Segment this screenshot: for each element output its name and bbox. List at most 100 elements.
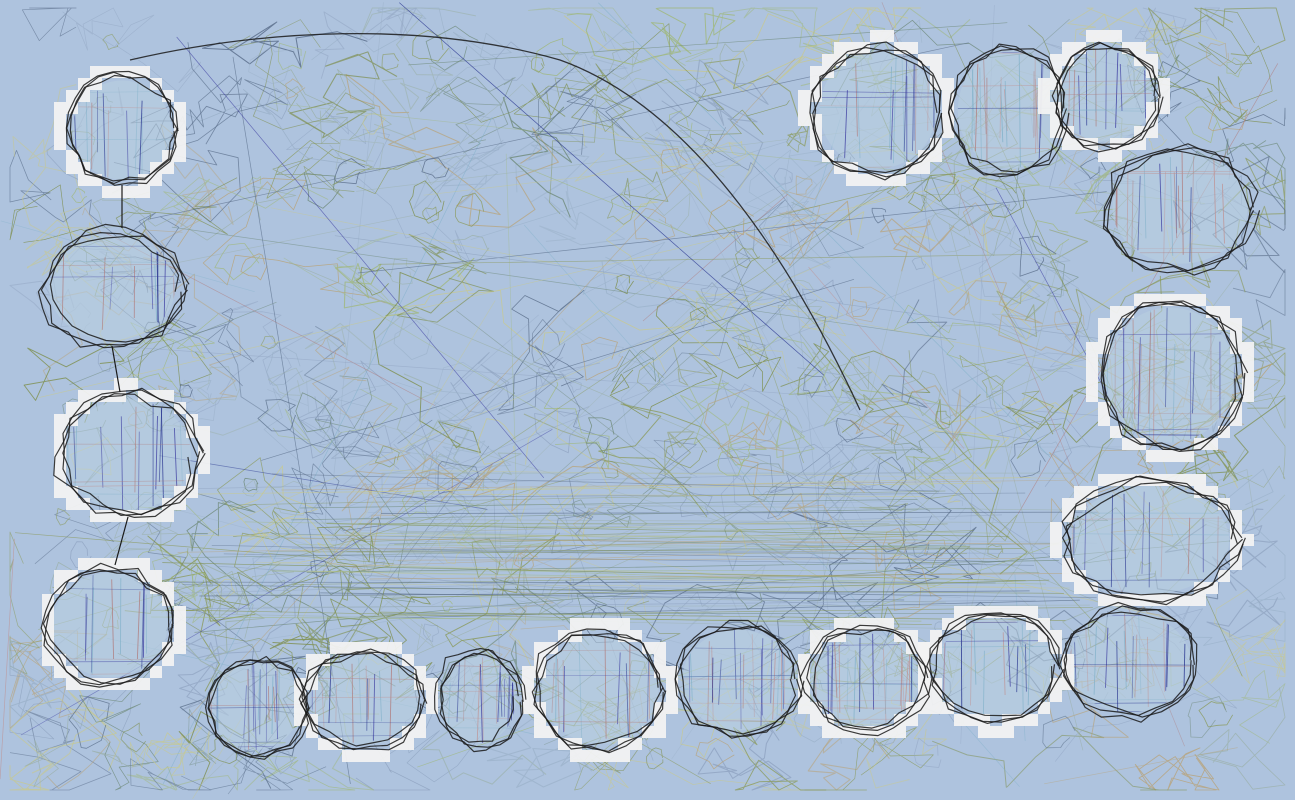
scribble-curl [914,459,952,495]
ring-outline [53,393,199,518]
scribble-line [531,65,637,155]
scribble-curl [1226,57,1243,78]
scribble-line [324,515,454,651]
ring-connector [114,516,129,566]
scribble-curl [534,38,579,76]
scribble-curl [601,460,620,479]
straight-stroke [261,278,855,461]
ring-outline [950,48,1068,173]
scribble-line [679,380,815,459]
scribble-line [703,387,865,521]
scribble-line [851,410,1034,545]
scribble-curl [717,448,746,476]
band-stroke [367,500,913,513]
scribble-line [9,710,112,791]
scribble-line [226,325,381,458]
scribble-line [129,726,210,776]
band-stroke [182,584,1097,599]
band-stroke [191,543,1059,558]
ring-outline [40,235,188,349]
straight-stroke [378,253,1057,265]
band-stroke [179,609,932,626]
scribble-line [422,450,511,553]
scribble-line [405,352,511,468]
ring-outline [40,568,172,686]
band-stroke [262,604,1090,608]
straight-stroke [642,193,788,322]
scribble-curl [493,41,532,81]
scribble-line [932,726,1187,791]
scribble-curl [962,202,1000,237]
scribble-curl [459,115,504,159]
band-stroke [300,499,918,509]
scribble-line [1073,269,1246,341]
band-stroke [295,544,967,548]
scribble-curl [437,460,480,494]
straight-stroke [809,308,994,493]
ring-outline [811,41,942,174]
scribble-line [170,89,347,165]
scribble-curl [389,258,416,285]
band-stroke [151,616,922,622]
straight-stroke [793,229,913,695]
scribble-line [928,395,1074,503]
ring-outline [301,651,421,747]
scribble-curl [190,342,204,359]
straight-stroke [347,259,988,508]
scribble-curl [660,148,688,174]
scribble-line [935,394,1028,575]
ring-outline [1063,605,1198,718]
straight-stroke [176,36,545,479]
ring-hatch [311,655,419,745]
straight-stroke [692,129,1131,237]
scribble-line [23,343,125,423]
scribble-line [898,175,1039,342]
ring-outline [806,624,933,731]
scribble-curl [892,565,932,611]
scribble-line [62,7,202,92]
straight-stroke [558,49,1153,685]
band-stroke [193,535,906,537]
scribble-curl [851,299,870,318]
scribble-curl [266,347,303,386]
band-stroke [177,482,1002,495]
scribble-curl [217,578,236,600]
scribble-curl [274,749,296,775]
scribble-line [311,7,512,101]
scribble-curl [381,53,400,71]
scribble-line [1193,319,1286,408]
scribble-line [703,127,865,264]
scribble-line [265,69,392,144]
band-stroke [397,514,1003,534]
scribble-curl [531,319,566,368]
scribble-line [126,751,267,791]
scribble-curl [423,623,440,643]
scribble-curl [299,414,343,459]
ring-outline [531,634,666,754]
scribble-curl [912,543,930,558]
scribble-curl [708,199,754,240]
scribble-line [373,271,481,453]
ring-hatch [1105,307,1235,443]
band-stroke [271,473,939,492]
ring-outline [62,389,205,516]
scribble-line [632,82,711,149]
scribble-curl [184,741,208,761]
scribble-line [1134,747,1220,791]
scribble-curl [356,266,392,296]
straight-stroke [0,538,15,780]
scribble-curl [569,381,582,393]
scribble-curl [633,208,676,243]
scribble-line [497,345,609,554]
straight-stroke [270,207,1101,371]
scribble-curl [277,42,307,71]
scribble-curl [240,253,268,281]
straight-stroke [120,346,1139,419]
straight-stroke [273,102,1205,204]
scribble-curl [767,408,803,450]
ring-outline [813,628,930,737]
ring-hatch [819,51,937,169]
ring-connector [111,345,121,393]
scribble-curl [1198,701,1234,728]
scribble-curl [320,565,355,595]
